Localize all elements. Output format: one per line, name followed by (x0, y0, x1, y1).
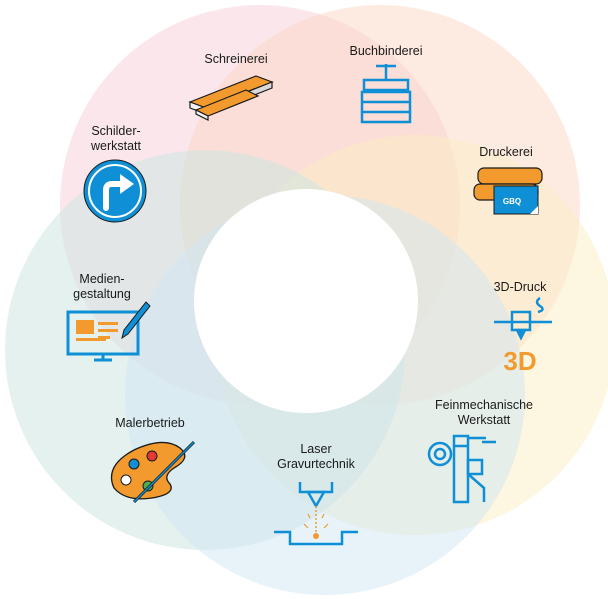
caliper-icon (427, 434, 496, 504)
label-feinmechanische-werkstatt: Feinmechanische Werkstatt (435, 398, 533, 428)
label-schilderwerkstatt-line1: Schilder- (91, 124, 141, 138)
label-feinmechanik-line2: Werkstatt (457, 413, 511, 427)
laser-engraver-icon (274, 482, 358, 546)
label-mediengestaltung-line1: Medien- (79, 272, 125, 286)
label-schilderwerkstatt-line2: werkstatt (90, 139, 142, 153)
label-buchbinderei: Buchbinderei (349, 44, 423, 58)
label-druckerei: Druckerei (479, 145, 533, 159)
book-press-icon (360, 64, 412, 124)
label-schilderwerkstatt: Schilder- werkstatt (91, 124, 141, 154)
paint-palette-icon (110, 440, 196, 504)
direction-sign-icon (83, 159, 147, 223)
label-laser-line2: Gravurtechnik (277, 457, 355, 471)
label-mediengestaltung: Medien- gestaltung (73, 272, 131, 302)
label-3d-druck: 3D-Druck (493, 280, 547, 294)
label-mediengestaltung-line2: gestaltung (73, 287, 131, 301)
label-malerbetrieb: Malerbetrieb (115, 416, 185, 430)
label-laser-gravurtechnik: Laser Gravurtechnik (277, 442, 355, 472)
3d-text: 3D (503, 346, 536, 374)
monitor-pen-icon (66, 301, 151, 362)
gbq-text: GBQ (503, 197, 521, 206)
center-hole (194, 189, 418, 413)
label-feinmechanik-line1: Feinmechanische (435, 398, 533, 412)
paper-rolls-icon: GBQ (473, 167, 543, 215)
wood-planks-icon (188, 75, 274, 121)
3d-printer-icon: 3D (494, 296, 552, 374)
label-laser-line1: Laser (300, 442, 332, 456)
label-schreinerei: Schreinerei (204, 52, 268, 66)
